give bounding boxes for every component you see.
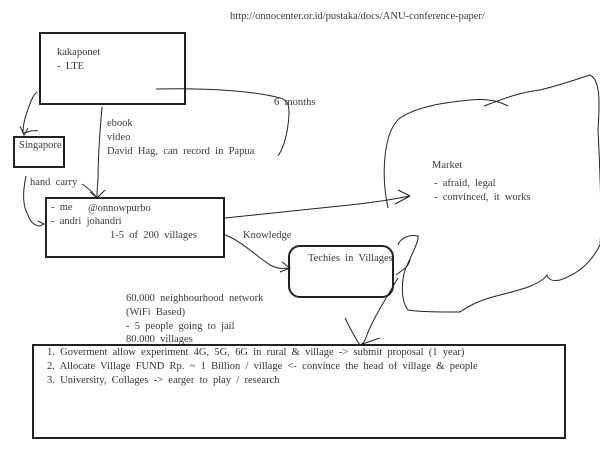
action-item: 1. Goverment allow experiment 4G, 5G, 6G… [47, 347, 465, 358]
annotation-knowledge: Knowledge [243, 230, 292, 241]
action-items-box [32, 344, 566, 439]
kakaponet-title: kakaponet [57, 47, 101, 58]
kakaponet-to-singapore [19, 91, 39, 137]
action-item: 2. Allocate Village FUND Rp. ~ 1 Billion… [47, 361, 478, 372]
action-item: 3. University, Collages -> earger to pla… [47, 375, 280, 386]
team-item-andri: - andri johandri [51, 216, 122, 227]
team-coverage: 1-5 of 200 villages [110, 230, 197, 241]
hand-carry-hook [81, 183, 98, 199]
techies-box [288, 245, 394, 298]
market-item-afraid: - afraid, legal [434, 178, 496, 189]
team-handle: @onnowpurbo [88, 203, 151, 214]
annotation-six-months: 6 months [274, 97, 316, 108]
kakaponet-box [39, 32, 186, 105]
kakaponet-item: - LTE [57, 61, 85, 72]
annotation-david-hag: David Hag, can record in Papua [107, 146, 255, 157]
annotation-hand-carry: hand carry [30, 177, 78, 188]
annotation-jail: - 5 people going to jail [126, 321, 235, 332]
team-box [45, 197, 225, 258]
singapore-label: Singapore [19, 140, 62, 151]
singapore-box [13, 136, 65, 168]
media-line [89, 106, 106, 199]
team-to-market [224, 189, 411, 219]
market-item-convinced: - convinced, it works [434, 192, 531, 203]
annotation-video: video [107, 132, 131, 143]
team-item-me: - me [51, 202, 73, 213]
action-items-list: 1. Goverment allow experiment 4G, 5G, 6G… [47, 346, 478, 388]
annotation-network: 60.000 neighbourhood network [126, 293, 264, 304]
annotation-ebook: ebook [107, 118, 133, 129]
annotation-wifi: (WiFi Based) [126, 307, 186, 318]
techies-to-blob [395, 259, 411, 276]
techies-label: Techies in Villages [308, 253, 393, 264]
annotation-villages: 80.000 villages [126, 334, 193, 345]
market-title: Market [432, 160, 463, 171]
url-text: http://onnocenter.or.id/pustaka/docs/ANU… [230, 11, 485, 22]
